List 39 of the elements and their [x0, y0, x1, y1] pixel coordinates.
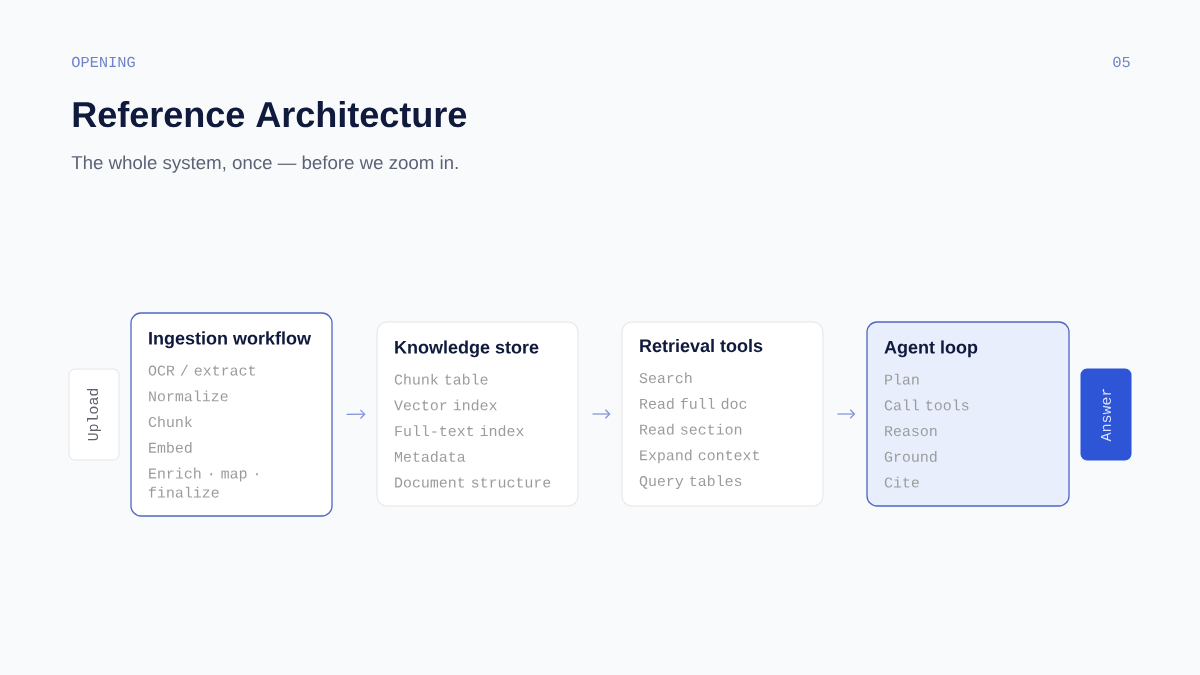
card-heading: Knowledge store [395, 340, 539, 358]
stage-card [130, 312, 333, 517]
list-item: OCR / extract [148, 364, 255, 376]
list-item: Normalize [149, 390, 228, 402]
stage-card [866, 321, 1070, 507]
side-tab [68, 368, 120, 461]
card-heading: Retrieval tools [640, 338, 763, 353]
list-item: Full-text index [395, 425, 524, 437]
list-item: Vector index [394, 399, 497, 411]
list-item: Read section [640, 423, 742, 435]
list-item: Call tools [884, 399, 969, 411]
list-item: Cite [884, 476, 919, 488]
stage-card [621, 321, 824, 507]
card-heading: Ingestion workflow [149, 331, 311, 349]
arrow [836, 409, 856, 419]
list-item: Chunk table [394, 373, 488, 385]
subtitle: The whole system, once — before we zoom in. [71, 155, 458, 173]
list-item: Search [639, 372, 692, 384]
list-item: Read full doc [640, 397, 747, 409]
tab-label: Answer [1101, 389, 1111, 442]
list-item: Reason [885, 426, 937, 437]
title: Reference Architecture [73, 100, 467, 128]
section-label: OPENING [72, 56, 135, 68]
stage-card [376, 321, 579, 507]
arrow [591, 409, 611, 419]
tab-label: Upload [87, 388, 101, 441]
list-item: Query tables [639, 475, 742, 490]
card-heading: Agent loop [884, 340, 978, 358]
list-item: Embed [149, 441, 192, 453]
list-item: Metadata [394, 450, 466, 462]
list-item: Plan [885, 373, 919, 385]
list-item: Expand context [640, 449, 759, 464]
side-tab [1080, 368, 1132, 461]
arrow [346, 409, 366, 420]
list-item: Enrich · map · finalize [149, 467, 258, 498]
page-number: 05 [1113, 56, 1130, 68]
list-item: Ground [884, 450, 937, 462]
list-item: Document structure [395, 477, 551, 488]
list-item: Chunk [148, 416, 193, 428]
